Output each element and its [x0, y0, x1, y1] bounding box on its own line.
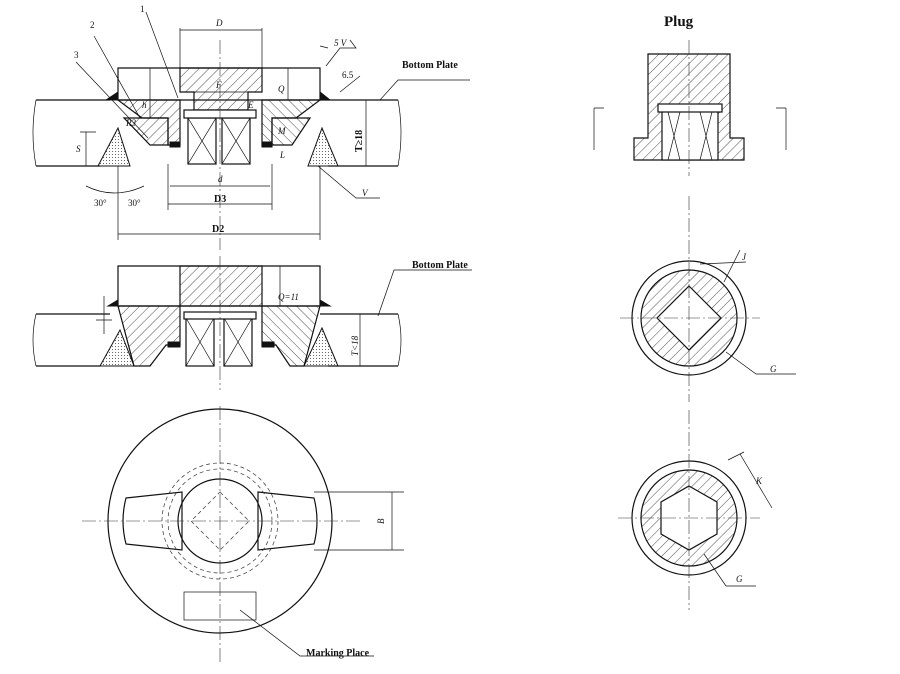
dim-B: B [376, 518, 386, 524]
dim-L: L [279, 150, 285, 160]
weld-V2: 5 V [334, 38, 348, 48]
dim-h: h [142, 100, 147, 110]
plug-square-view [620, 196, 796, 402]
angle-30-left: 30° [94, 198, 107, 208]
part-number-2: 2 [90, 20, 95, 30]
bottom-plate-label-1: Bottom Plate [402, 60, 458, 71]
dim-G2: G [736, 574, 743, 584]
bottom-plate-label-2: Bottom Plate [412, 260, 468, 271]
dim-Tlt18: T<18 [350, 335, 360, 356]
plan-view [82, 406, 404, 664]
dim-J: J [742, 252, 747, 262]
plug-section [593, 40, 787, 176]
top-section-view [32, 11, 470, 250]
dim-d: d [218, 174, 223, 184]
dim-D3: D3 [214, 194, 226, 205]
part-number-1: 1 [140, 4, 145, 14]
dim-K: K [755, 476, 763, 486]
dim-E: E [247, 100, 254, 110]
dim-T18: T≥18 [354, 130, 365, 152]
dim-Q: Q [278, 84, 285, 94]
plug-hex-view [618, 410, 773, 610]
dim-D2: D2 [212, 224, 224, 235]
weld-65: 6.5 [342, 70, 354, 80]
dim-D: D [215, 18, 223, 28]
angle-30-right: 30° [128, 198, 141, 208]
dim-M: M [277, 126, 286, 136]
middle-section-view [32, 256, 472, 390]
plug-title: Plug [664, 14, 694, 30]
marking-place-label: Marking Place [306, 648, 370, 659]
dim-G1: G [770, 364, 777, 374]
dim-F: F [215, 80, 222, 90]
dim-S: S [76, 144, 81, 154]
weld-V1: V [362, 188, 369, 198]
dim-R3: R3 [125, 118, 136, 128]
part-number-3: 3 [74, 50, 79, 60]
dim-Q11: Q=11 [278, 292, 299, 302]
